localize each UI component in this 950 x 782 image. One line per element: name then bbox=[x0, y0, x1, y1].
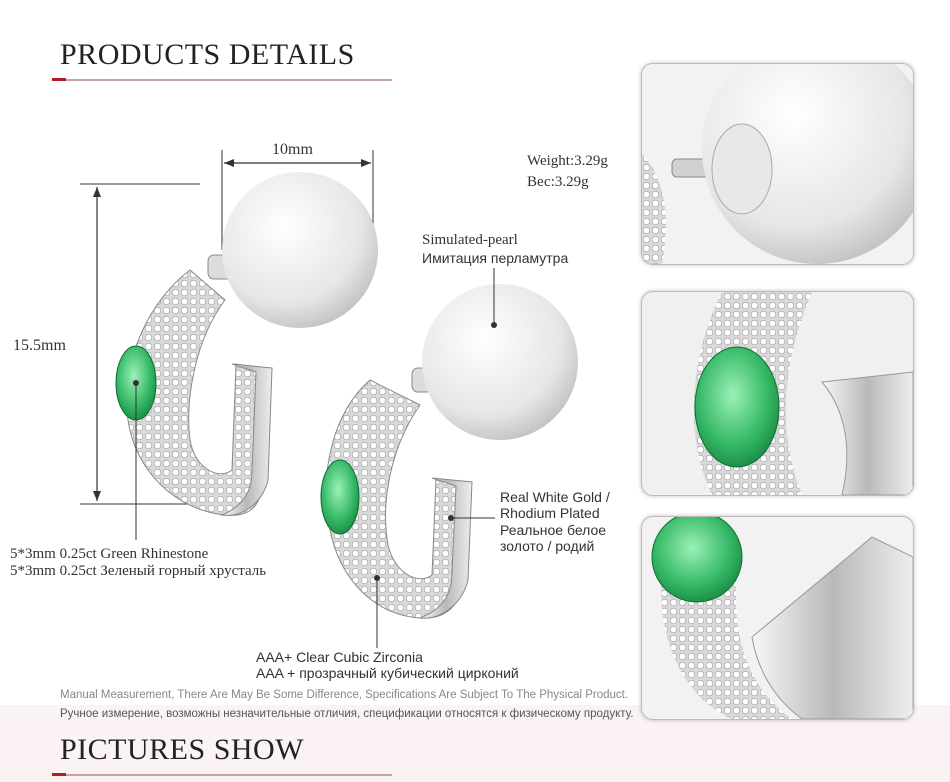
photo-hoop-art bbox=[642, 517, 913, 719]
photo-hoop-closeup bbox=[641, 516, 914, 720]
title-accent-mark bbox=[52, 78, 66, 81]
photo-gem-art bbox=[642, 292, 913, 495]
plating-label-ru-2: золото / родий bbox=[500, 538, 595, 554]
photo-pearl-art bbox=[642, 64, 913, 264]
photo-pearl-closeup bbox=[641, 63, 914, 265]
zirconia-label-ru: AAA + прозрачный кубический цирконий bbox=[256, 665, 519, 681]
earring-side bbox=[320, 284, 578, 619]
plating-label-2: Rhodium Plated bbox=[500, 505, 600, 521]
measurement-note: Manual Measurement, There Are May Be Som… bbox=[60, 689, 629, 701]
zirconia-label: AAA+ Clear Cubic Zirconia bbox=[256, 649, 423, 665]
height-label: 15.5mm bbox=[13, 337, 66, 354]
pearl-label-ru: Имитация перламутра bbox=[422, 250, 569, 266]
section-title-pictures-show: PICTURES SHOW bbox=[60, 733, 305, 766]
leader-lines bbox=[133, 268, 497, 648]
photo-gem-closeup bbox=[641, 291, 914, 496]
plating-label-1: Real White Gold / bbox=[500, 489, 610, 505]
measurement-note-ru: Ручное измерение, возможны незначительны… bbox=[60, 708, 634, 720]
stone-label: 5*3mm 0.25ct Green Rhinestone bbox=[10, 546, 209, 562]
section-title-products-details: PRODUCTS DETAILS bbox=[60, 38, 355, 71]
title-underline bbox=[52, 79, 392, 81]
earring-illustration bbox=[80, 150, 578, 648]
width-label: 10mm bbox=[272, 141, 313, 158]
height-dimension bbox=[80, 183, 200, 505]
pearl-label: Simulated-pearl bbox=[422, 232, 518, 248]
weight-label-ru: Вес:3.29g bbox=[527, 174, 589, 190]
weight-label: Weight:3.29g bbox=[527, 153, 608, 169]
footer-title-accent-mark bbox=[52, 773, 66, 776]
footer-title-underline bbox=[52, 774, 392, 776]
plating-label-ru-1: Реальное белое bbox=[500, 522, 607, 538]
stone-label-ru: 5*3mm 0.25ct Зеленый горный хрусталь bbox=[10, 563, 267, 579]
